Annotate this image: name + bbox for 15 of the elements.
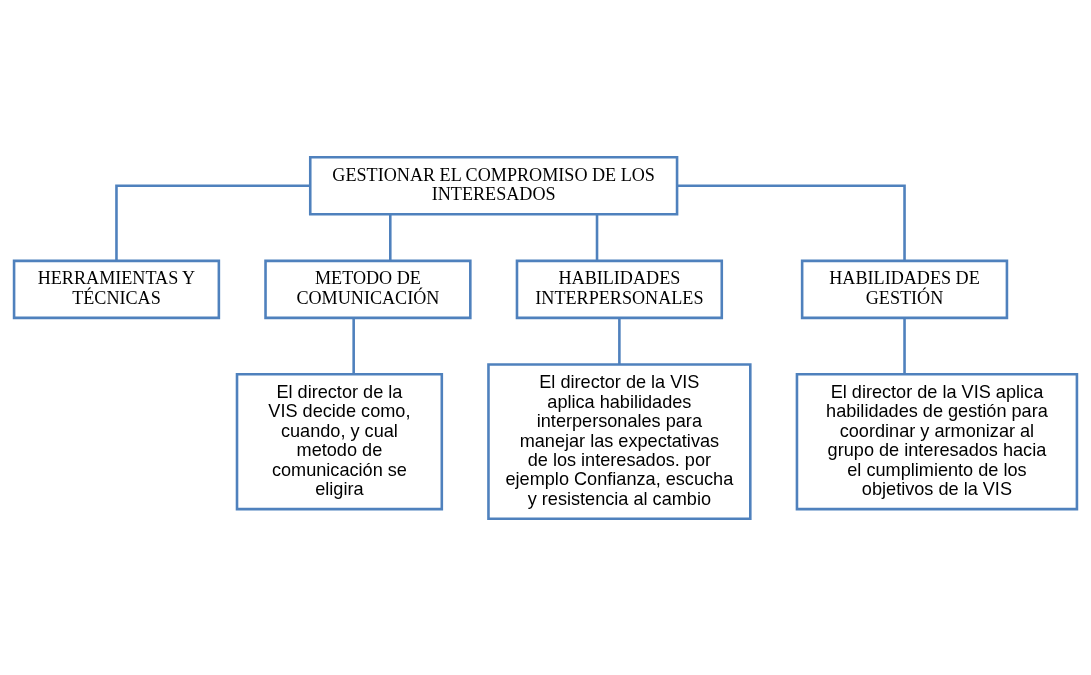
node-box: El director de la VIS aplica habilidades interpersonales para manejar las expectativas de los interesados. por ejemplo Confianza, escucha y resistencia al cambio bbox=[487, 362, 752, 520]
node-box: METODO DE COMUNICACIÓN bbox=[264, 259, 472, 319]
connector bbox=[677, 183, 906, 260]
connector bbox=[389, 214, 392, 261]
node-box: El director de la VIS decide como, cuando, y cual metodo de comunicación se eligira bbox=[235, 372, 444, 510]
node-box: El director de la VIS aplica habilidades de gestión para coordinar y armonizar al grupo de interesados hacia el cumplimiento de los objetivos de la VIS bbox=[795, 372, 1079, 510]
node-box: HABILIDADES DE GESTIÓN bbox=[800, 259, 1009, 319]
node-box: GESTIONAR EL COMPROMISO DE LOS INTERESADOS bbox=[308, 155, 679, 215]
connector bbox=[352, 317, 355, 374]
connector bbox=[595, 214, 599, 261]
node-box: HERRAMIENTAS Y TÉCNICAS bbox=[12, 259, 221, 319]
connector bbox=[903, 317, 906, 374]
node-box: HABILIDADES INTERPERSONALES bbox=[515, 259, 724, 319]
connector bbox=[115, 183, 311, 260]
connector bbox=[618, 317, 621, 364]
